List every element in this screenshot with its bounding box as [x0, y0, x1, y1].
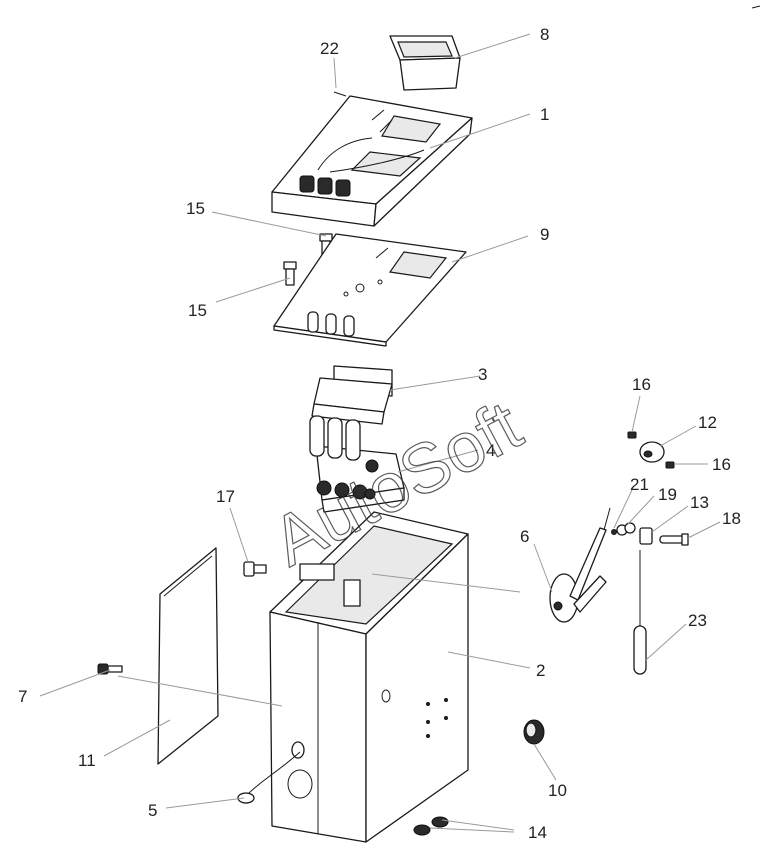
callout-23: 23: [688, 611, 707, 630]
callout-15-upper: 15: [186, 199, 205, 218]
callout-14: 14: [528, 823, 547, 842]
part-top-cover: [271, 95, 473, 227]
callout-7: 7: [18, 687, 27, 706]
callout-8: 8: [540, 25, 549, 44]
part-side-panel: [157, 547, 219, 765]
callout-15-lower: 15: [188, 301, 207, 320]
corner-mark: [751, 5, 761, 9]
callout-labels: 8 22 1 15 15 9 3 4 17 7 11 5 2 10 14 6 1…: [18, 25, 741, 842]
part-bolt-lower: [283, 261, 297, 286]
part-small-screw-a: [627, 431, 637, 439]
part-lever-assembly: [549, 507, 611, 623]
callout-1: 1: [540, 105, 549, 124]
callout-3: 3: [478, 365, 487, 384]
callout-4: 4: [486, 441, 495, 460]
part-mounting-plate: [273, 233, 467, 347]
part-tray: [389, 35, 461, 91]
callout-11: 11: [78, 751, 96, 770]
part-shift-rod: [633, 550, 647, 675]
callout-16-lower: 16: [712, 455, 731, 474]
part-clevis-pin: [659, 533, 689, 546]
part-clevis: [639, 527, 653, 545]
callout-5: 5: [148, 801, 157, 820]
callout-17: 17: [216, 487, 235, 506]
callout-2: 2: [536, 661, 545, 680]
part-cable: [237, 751, 301, 804]
part-plug: [523, 719, 545, 745]
callout-22: 22: [320, 39, 339, 58]
part-pin: [333, 91, 347, 97]
part-knob: [639, 441, 665, 463]
callout-13: 13: [690, 493, 709, 512]
callout-21: 21: [630, 475, 649, 494]
part-valve-block: [309, 415, 405, 513]
callout-10: 10: [548, 781, 567, 800]
part-small-screw-b: [665, 461, 675, 469]
callout-18: 18: [722, 509, 741, 528]
part-feet: [413, 816, 449, 836]
part-housing: [269, 511, 469, 843]
leader-lines: [39, 33, 721, 833]
callout-16-upper: 16: [632, 375, 651, 394]
callout-9: 9: [540, 225, 549, 244]
part-bracket: [311, 365, 393, 425]
callout-12: 12: [698, 413, 717, 432]
callout-6: 6: [520, 527, 529, 546]
callout-19: 19: [658, 485, 677, 504]
part-fitting: [243, 561, 267, 577]
part-screw: [97, 663, 123, 675]
part-washers: [611, 522, 636, 536]
